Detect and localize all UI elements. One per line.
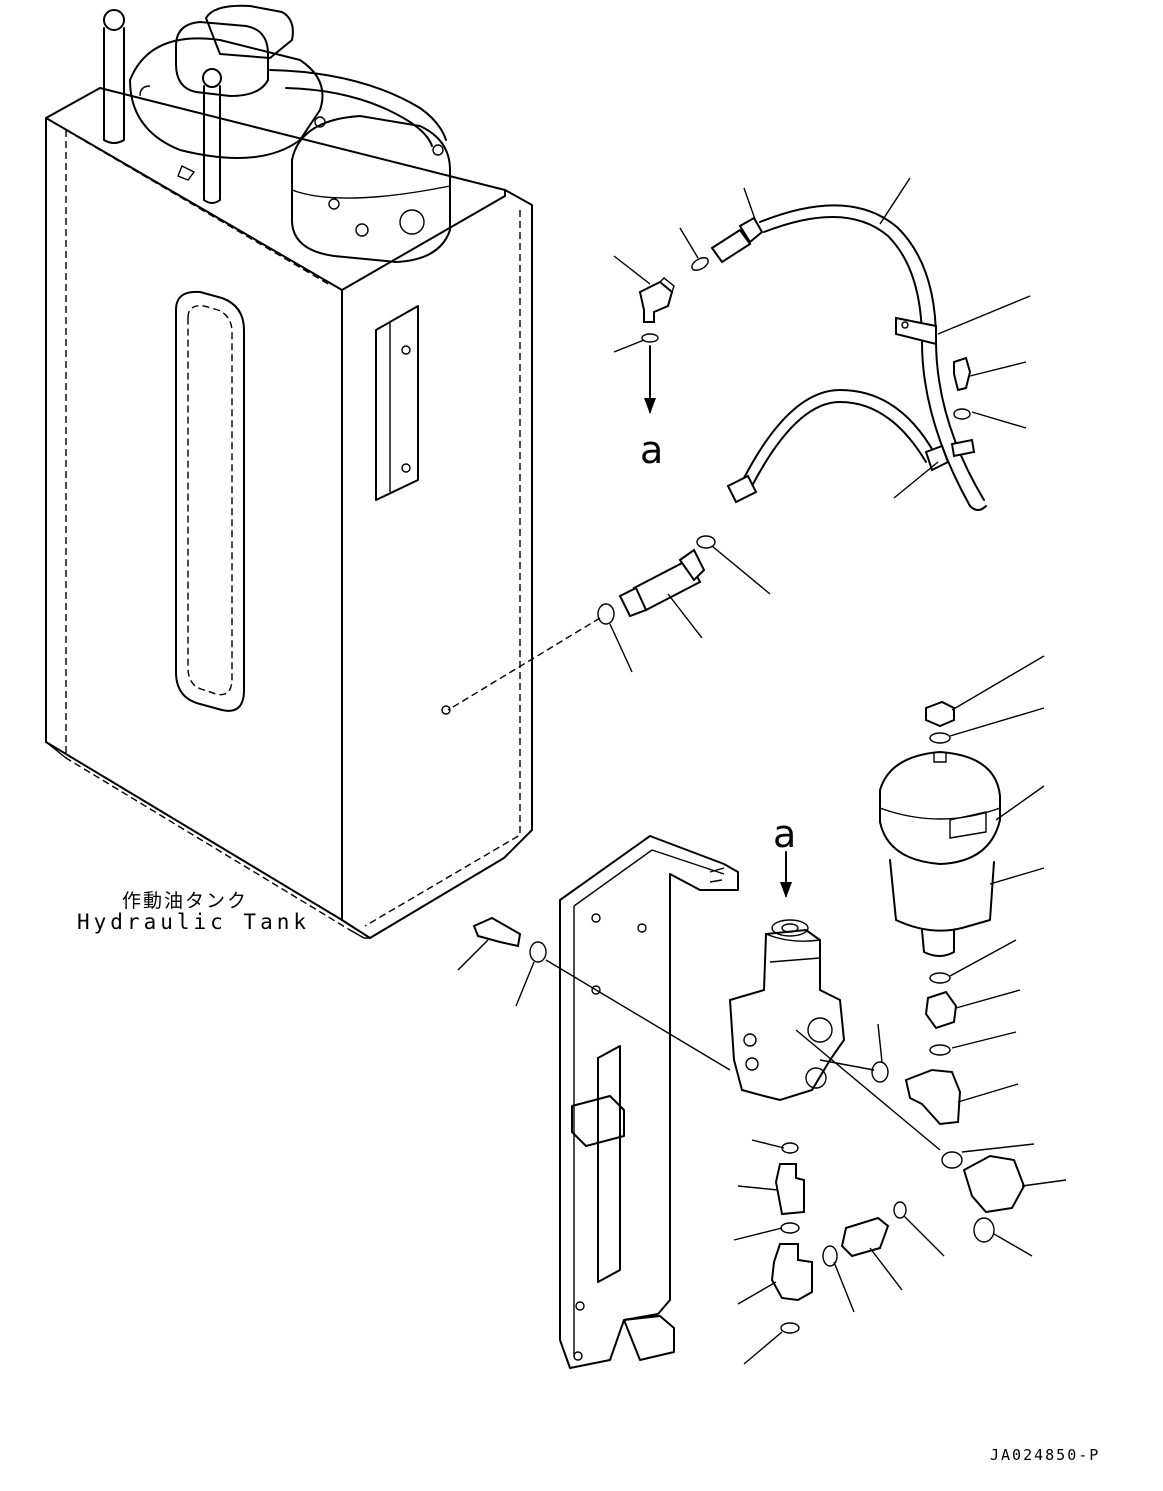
reference-mark-a-bottom: a (773, 812, 797, 856)
tank-label-japanese: 作動油タンク (122, 890, 249, 912)
hydraulic-tank (45, 4, 533, 939)
tank-label-english: Hydraulic Tank (77, 910, 311, 934)
upper-hose-assembly (441, 204, 987, 715)
reference-mark-a-top: a (640, 428, 664, 472)
leader-lines (457, 177, 1067, 1365)
canister-filter (879, 700, 1001, 957)
valve-assembly (472, 835, 1026, 1369)
drawing-code: JA024850-P (990, 1446, 1101, 1464)
